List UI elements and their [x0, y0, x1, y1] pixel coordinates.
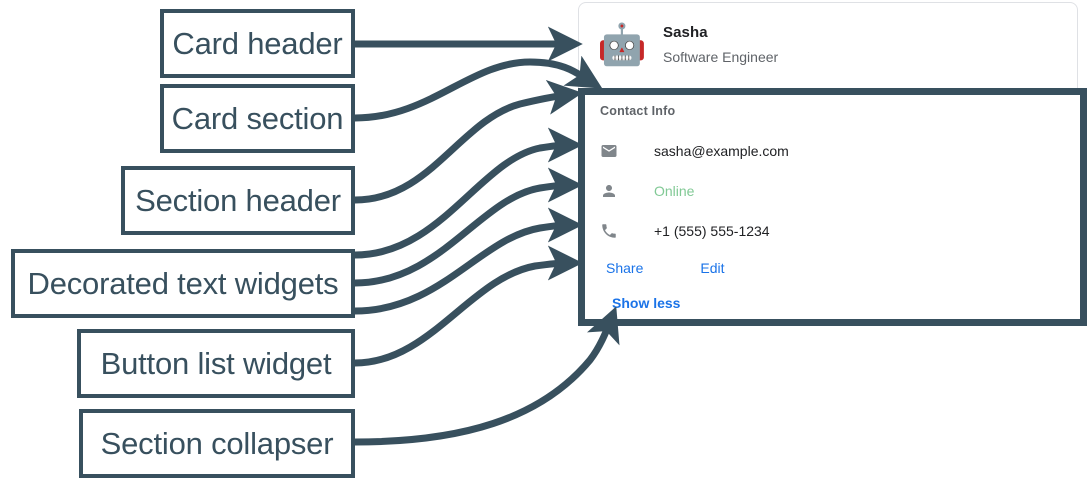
annotation-label-text: Section header: [135, 183, 341, 218]
arrow-button-list: [354, 245, 583, 367]
card-header-text: Sasha Software Engineer: [663, 23, 778, 67]
email-value: sasha@example.com: [654, 143, 789, 159]
annotation-label-text: Section collapser: [100, 426, 334, 461]
annotation-label-card-section: Card section: [160, 84, 355, 153]
section-collapser-button[interactable]: Show less: [612, 295, 681, 311]
decorated-text-widget-email: sasha@example.com: [600, 131, 1087, 171]
decorated-text-widget-status: Online: [600, 171, 1087, 211]
person-name: Sasha: [663, 24, 708, 41]
edit-button[interactable]: Edit: [700, 260, 725, 276]
annotation-label-button-list-widget: Button list widget: [77, 329, 355, 398]
annotation-label-text: Card header: [172, 26, 343, 61]
email-icon: [600, 142, 624, 160]
arrow-section-collapser: [354, 306, 620, 446]
arrow-decorated-text-1: [354, 127, 583, 259]
phone-icon: [600, 222, 624, 240]
annotation-label-card-header: Card header: [160, 9, 355, 78]
decorated-text-widget-phone: +1 (555) 555-1234: [600, 211, 1087, 251]
arrow-decorated-text-3: [354, 207, 583, 315]
arrow-card-section: [354, 55, 603, 122]
status-value: Online: [654, 183, 695, 199]
card-header: 🤖 Sasha Software Engineer: [579, 3, 1077, 87]
annotation-label-section-header: Section header: [121, 166, 355, 235]
arrow-section-header: [354, 79, 583, 204]
arrow-decorated-text-2: [354, 167, 583, 287]
annotation-label-text: Card section: [171, 101, 344, 136]
section-header: Contact Info: [600, 104, 676, 118]
card-section: Contact Info sasha@example.com Online: [578, 88, 1087, 326]
annotation-label-decorated-text-widgets: Decorated text widgets: [11, 249, 355, 318]
person-role: Software Engineer: [663, 49, 779, 65]
annotation-label-section-collapser: Section collapser: [79, 409, 355, 478]
phone-value: +1 (555) 555-1234: [654, 223, 770, 239]
annotation-label-text: Decorated text widgets: [27, 266, 339, 301]
annotation-label-text: Button list widget: [100, 346, 332, 381]
robot-emoji-avatar-icon: 🤖: [597, 23, 647, 67]
share-button[interactable]: Share: [606, 260, 644, 276]
person-icon: [600, 182, 624, 200]
card-section-outline: [578, 88, 1087, 326]
button-list-widget: Share Edit: [606, 251, 1087, 285]
